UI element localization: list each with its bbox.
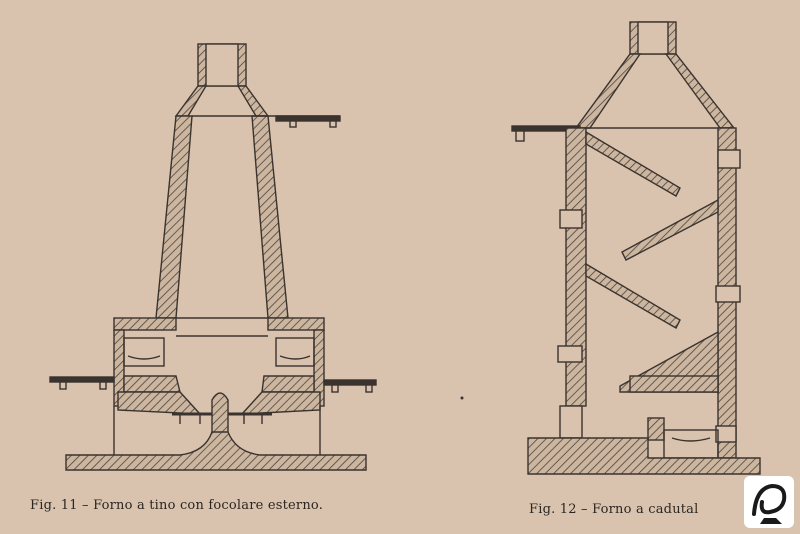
fig12-caption: Fig. 12 – Forno a cadutal <box>529 502 699 517</box>
paper-speck <box>460 396 464 400</box>
fig11-caption: Fig. 11 – Forno a tino con focolare este… <box>30 498 324 513</box>
fig12-furnace-drawing <box>511 21 761 475</box>
watermark-logo-icon <box>744 476 794 528</box>
fig11-furnace-drawing <box>49 43 377 471</box>
